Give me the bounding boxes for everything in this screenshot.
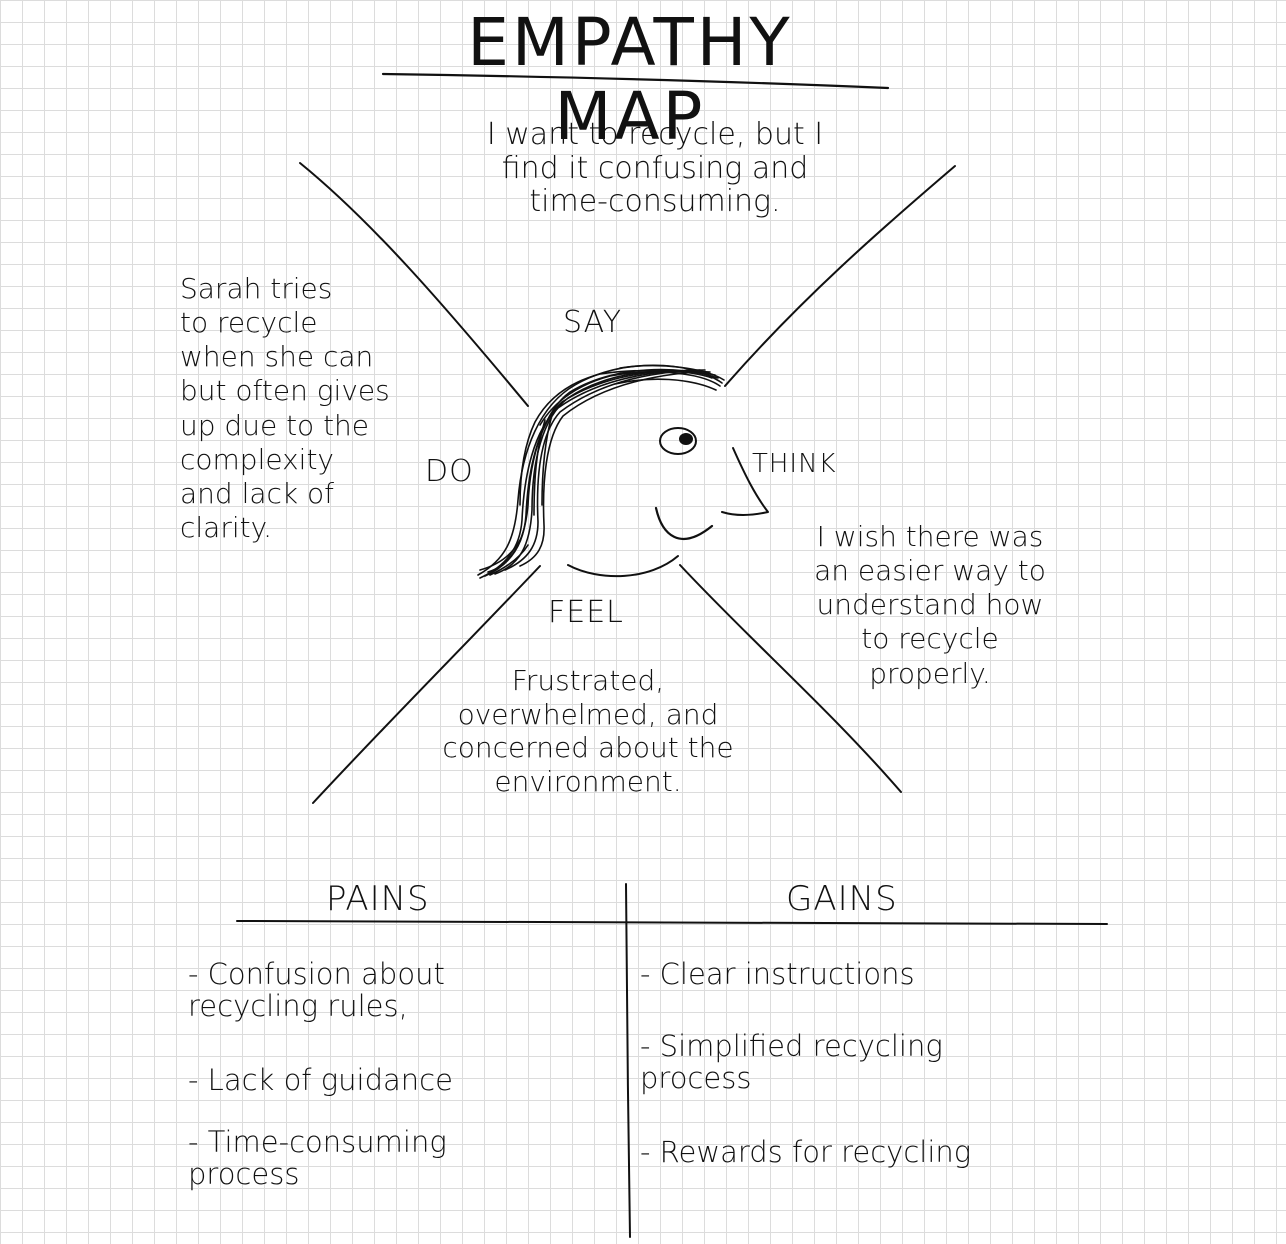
feel-label: FEEL [548, 595, 624, 630]
pains-item: - Lack of guidance [188, 1063, 453, 1097]
table-vertical-line [625, 883, 631, 1238]
feel-text: Frustrated, overwhelmed, and concerned a… [442, 664, 734, 798]
think-label: THINK [752, 449, 837, 479]
think-text: I wish there was an easier way to unders… [814, 520, 1046, 690]
pains-item: - Confusion about recycling rules, [188, 957, 445, 1024]
divider-line-top-left [299, 162, 529, 407]
gains-item: - Rewards for recycling [640, 1135, 972, 1169]
pains-item: - Time-consuming process [188, 1125, 447, 1192]
divider-line-bottom-right [679, 564, 902, 793]
do-text: Sarah tries to recycle when she can but … [180, 272, 390, 545]
table-horizontal-line [236, 919, 1108, 925]
divider-line-top-right [724, 165, 956, 387]
gains-item: - Clear instructions [640, 957, 915, 991]
title-underline [381, 72, 890, 90]
do-label: DO [425, 454, 474, 489]
say-label: SAY [563, 305, 623, 340]
person-head-icon [477, 364, 769, 579]
gains-heading: GAINS [786, 879, 898, 919]
pains-heading: PAINS [326, 879, 430, 919]
say-text: I want to recycle, but I find it confusi… [486, 117, 824, 220]
divider-line-bottom-left [312, 565, 541, 804]
gains-item: - Simplified recycling process [640, 1029, 943, 1096]
page-title: EMPATHY MAP [467, 4, 793, 155]
